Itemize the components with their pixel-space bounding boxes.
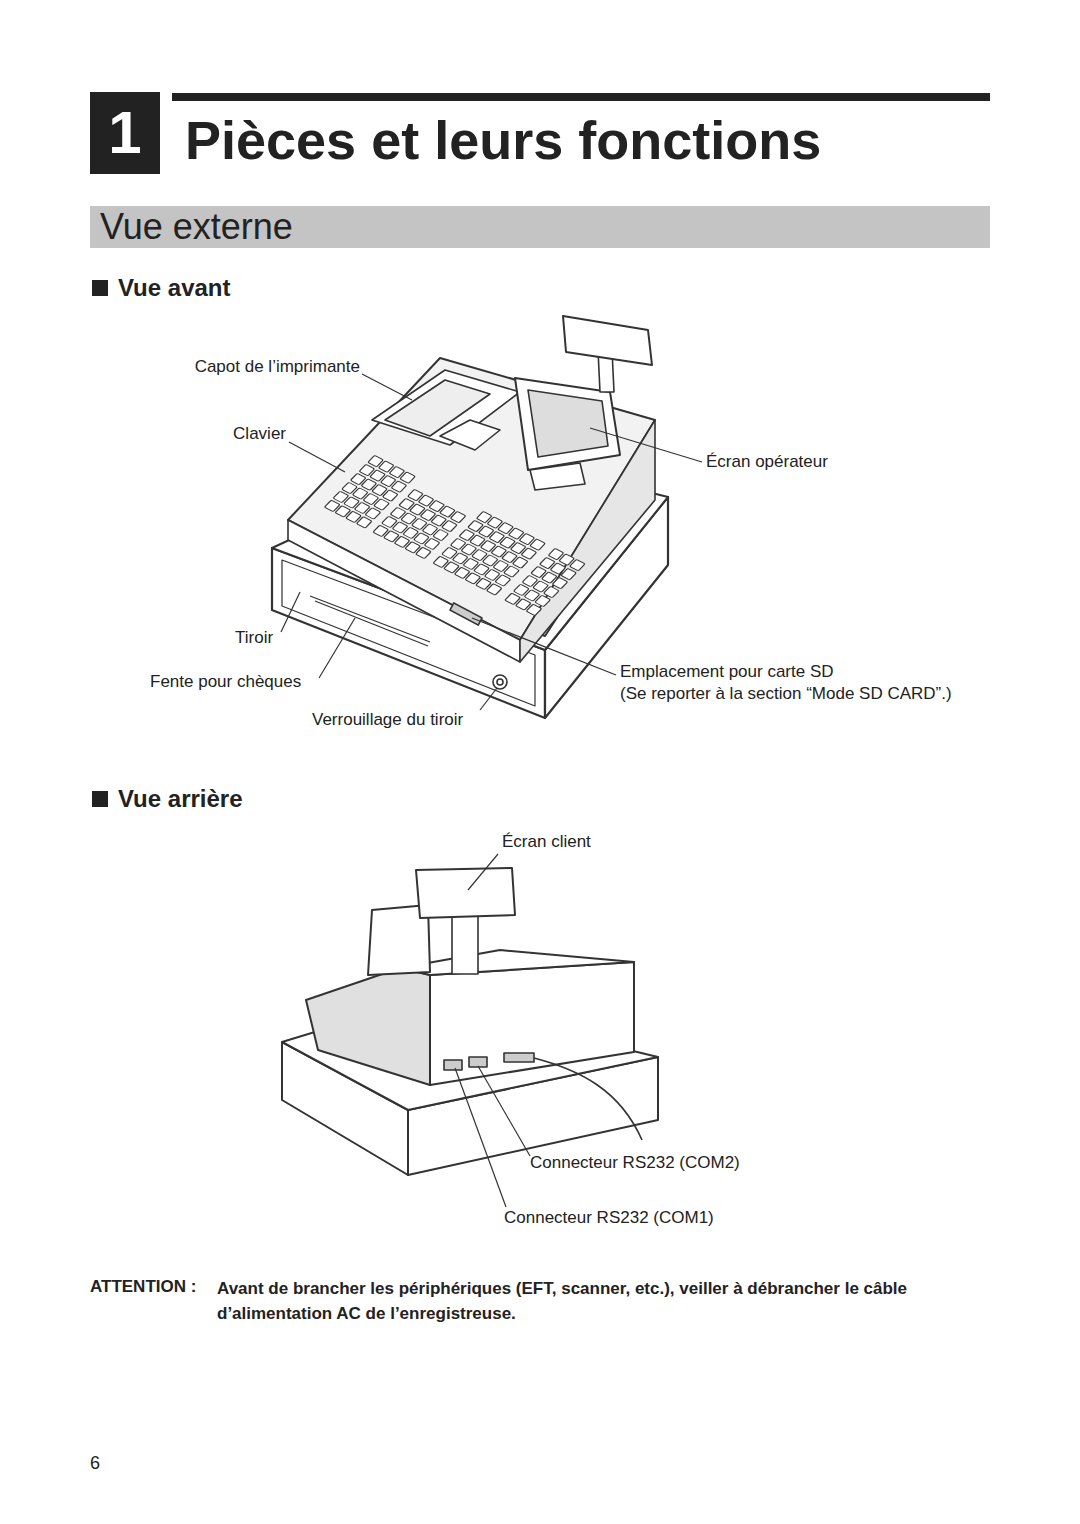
bullet-square: [92, 280, 108, 296]
key: [382, 490, 398, 502]
part-label: Clavier: [233, 424, 286, 444]
key: [400, 472, 416, 484]
key: [416, 547, 432, 559]
key: [521, 548, 537, 560]
part-label: Tiroir: [235, 628, 273, 648]
connector-label: Connecteur RS232 (COM1): [504, 1208, 714, 1228]
attention-text: Avant de brancher les périphériques (EFT…: [217, 1277, 992, 1326]
connector-label: Connecteur RS232 (COM2): [530, 1153, 740, 1173]
page-title: Pièces et leurs fonctions: [185, 108, 821, 173]
key: [450, 511, 466, 523]
part-label: Fente pour chèques: [150, 672, 301, 692]
key: [526, 604, 542, 616]
key: [512, 557, 528, 569]
key: [544, 586, 560, 598]
bullet-square: [92, 791, 108, 807]
key: [391, 481, 407, 493]
key: [495, 575, 511, 587]
key: [570, 559, 586, 571]
key: [424, 538, 440, 550]
subsection-heading: Vue arrière: [118, 785, 243, 814]
key: [442, 520, 458, 532]
leader-lines: [281, 374, 702, 1207]
title-rule: [172, 93, 990, 101]
part-label: Écran opérateur: [706, 452, 828, 472]
section-heading: Vue externe: [100, 209, 293, 245]
part-label: Écran client: [502, 832, 591, 852]
key: [535, 595, 551, 607]
attention-label: ATTENTION :: [90, 1277, 196, 1297]
key: [530, 539, 546, 551]
part-label: Capot de l’imprimante: [195, 357, 360, 377]
chapter-number: 1: [108, 103, 141, 163]
key: [374, 499, 390, 511]
subsection-heading: Vue avant: [118, 274, 231, 303]
chapter-number-box: 1: [90, 92, 160, 174]
reference-note: (Se reporter à la section “Mode SD CARD”…: [620, 684, 952, 704]
section-band: Vue externe: [90, 206, 990, 248]
register-rear: [282, 868, 658, 1175]
register-front: [272, 316, 668, 718]
page-number: 6: [90, 1453, 100, 1475]
key: [561, 568, 577, 580]
key: [552, 577, 568, 589]
key: [356, 517, 372, 529]
part-label: Verrouillage du tiroir: [312, 710, 463, 730]
key: [365, 508, 381, 520]
key: [486, 584, 502, 596]
key: [433, 529, 449, 541]
part-label: Emplacement pour carte SD: [620, 662, 834, 682]
key: [504, 566, 520, 578]
